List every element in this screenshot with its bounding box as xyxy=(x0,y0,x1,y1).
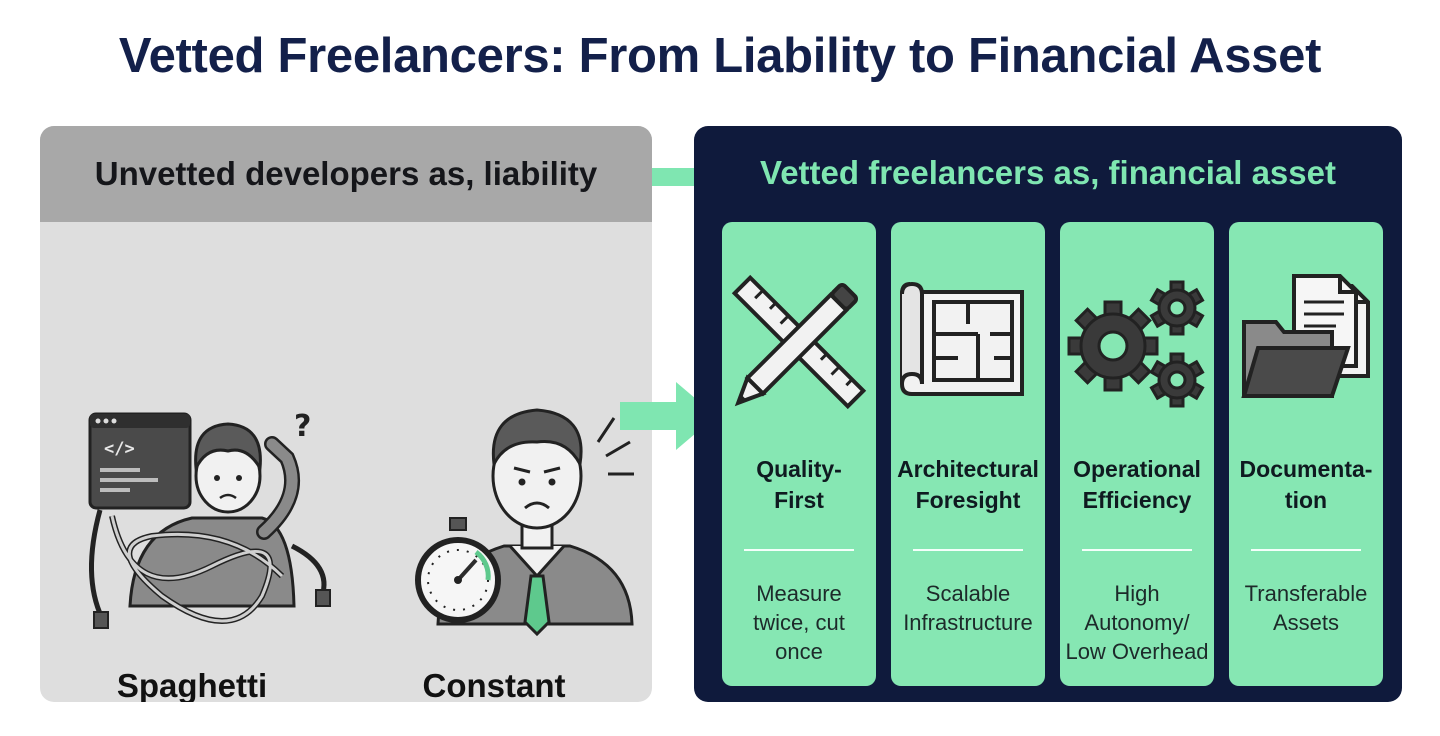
constant-babysitting-item: Constant Babysitting xyxy=(344,246,644,702)
card-quality-first: Quality- First Measure twice, cut once xyxy=(722,222,876,686)
liability-header: Unvetted developers as, liability xyxy=(40,126,652,222)
asset-header: Vetted freelancers as, financial asset xyxy=(760,154,1336,191)
stressed-manager-stopwatch-icon xyxy=(415,408,634,637)
svg-text:?: ? xyxy=(294,409,311,444)
asset-panel: Vetted freelancers as, financial asset xyxy=(694,126,1402,702)
card-title: Quality- First xyxy=(756,456,842,513)
transition-arrow-icon xyxy=(620,382,716,450)
page-title: Vetted Freelancers: From Liability to Fi… xyxy=(118,29,1322,83)
constant-babysitting-label: Constant Babysitting xyxy=(422,667,566,702)
card-description: Scalable Infrastructure xyxy=(903,581,1033,635)
card-title: Operational Efficiency xyxy=(1073,456,1201,513)
tangled-developer-icon: </> ? xyxy=(88,409,331,629)
spaghetti-code-label: Spaghetti Code xyxy=(116,667,268,702)
gears-icon xyxy=(1067,280,1205,408)
card-documentation: Documenta- tion Transferable Assets xyxy=(1229,222,1383,686)
card-title: Architectural Foresight xyxy=(897,456,1039,513)
blueprint-icon xyxy=(900,281,1024,396)
liability-panel: Unvetted developers as, liability </> xyxy=(40,126,652,702)
card-operational-efficiency: Operational Efficiency High Autonomy/ Lo… xyxy=(1060,222,1214,686)
pencil-ruler-icon xyxy=(731,274,867,410)
card-description: High Autonomy/ Low Overhead xyxy=(1065,581,1209,664)
card-divider xyxy=(744,549,854,551)
folder-documents-icon xyxy=(1241,274,1370,398)
card-description: Measure twice, cut once xyxy=(753,581,845,664)
card-divider xyxy=(913,549,1023,551)
card-divider xyxy=(1082,549,1192,551)
card-description: Transferable Assets xyxy=(1244,581,1368,635)
card-title: Documenta- tion xyxy=(1239,456,1373,513)
spaghetti-code-item: </> ? xyxy=(42,246,342,702)
svg-text:</>: </> xyxy=(104,439,135,459)
card-architectural-foresight: Architectural Foresight Scalable Infrast… xyxy=(891,222,1045,686)
card-divider xyxy=(1251,549,1361,551)
